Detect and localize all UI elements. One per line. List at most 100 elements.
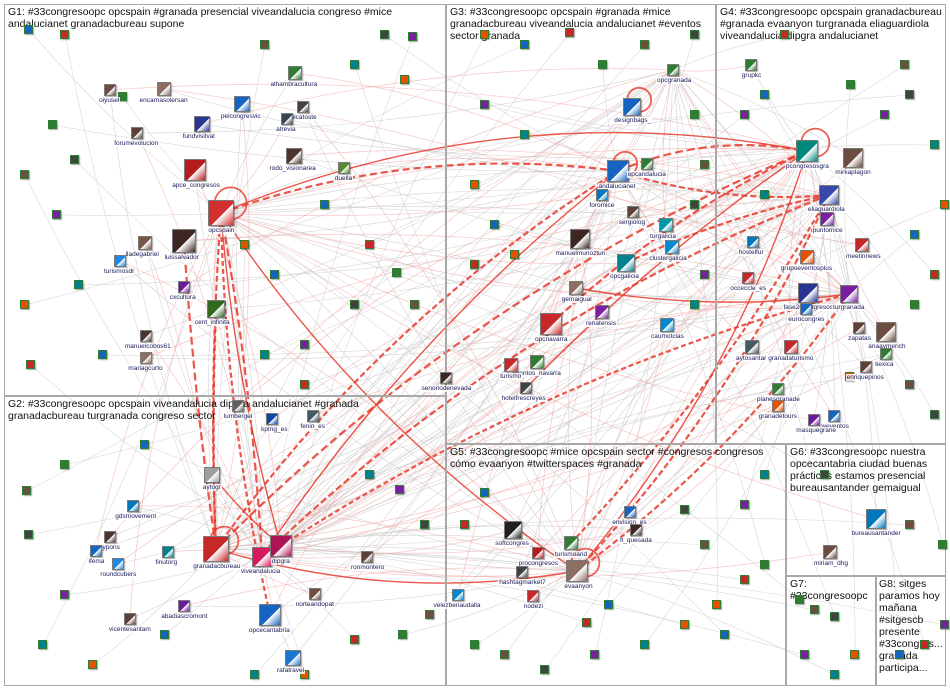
node-unlabeled[interactable] (520, 130, 529, 139)
node-unlabeled[interactable] (565, 28, 574, 37)
node-unlabeled[interactable] (490, 220, 499, 229)
node-unlabeled[interactable] (930, 140, 939, 149)
node-unlabeled[interactable] (940, 620, 949, 629)
node-unlabeled[interactable] (410, 300, 419, 309)
node-unlabeled[interactable] (830, 670, 839, 679)
node-unlabeled[interactable] (590, 650, 599, 659)
node-atrevia[interactable] (281, 113, 293, 125)
node-hashtagmarket7[interactable] (516, 566, 528, 578)
node-opcgranada[interactable] (667, 64, 679, 76)
node-hostelfur[interactable] (747, 236, 759, 248)
node-unlabeled[interactable] (60, 460, 69, 469)
node-unlabeled[interactable] (365, 470, 374, 479)
node-unlabeled[interactable] (480, 100, 489, 109)
node-unlabeled[interactable] (350, 635, 359, 644)
node-unlabeled[interactable] (480, 30, 489, 39)
node-gemaigual[interactable] (569, 281, 583, 295)
node-cxcultura[interactable] (178, 281, 190, 293)
node-unlabeled[interactable] (24, 530, 33, 539)
node-unlabeled[interactable] (905, 380, 914, 389)
node-unlabeled[interactable] (582, 618, 591, 627)
node-renatensis[interactable] (595, 305, 609, 319)
node-fase20congresos[interactable] (798, 283, 818, 303)
node-cent-infinita[interactable] (207, 300, 225, 318)
node-unlabeled[interactable] (760, 560, 769, 569)
node-tiexica[interactable] (880, 348, 892, 360)
node-unlabeled[interactable] (480, 488, 489, 497)
node-planesgranade[interactable] (772, 383, 784, 395)
node-unlabeled[interactable] (26, 360, 35, 369)
node-unlabeled[interactable] (690, 110, 699, 119)
node-unlabeled[interactable] (260, 40, 269, 49)
node-luissalvador[interactable] (172, 229, 196, 253)
node-unlabeled[interactable] (640, 40, 649, 49)
node-unlabeled[interactable] (830, 612, 839, 621)
node-opcandalucia[interactable] (641, 158, 653, 170)
node-fundvisitval[interactable] (194, 116, 210, 132)
node-granadaturismo[interactable] (784, 340, 798, 354)
node-eventos-navarra[interactable] (530, 355, 544, 369)
node-ronmontero[interactable] (361, 551, 373, 563)
node-roundcubers[interactable] (112, 558, 124, 570)
node-masquegrane[interactable] (808, 414, 820, 426)
node-granadetours[interactable] (772, 400, 784, 412)
node-unlabeled[interactable] (680, 620, 689, 629)
node-unlabeled[interactable] (900, 60, 909, 69)
node-unlabeled[interactable] (700, 270, 709, 279)
node-mirkaplagon[interactable] (843, 148, 863, 168)
node-unlabeled[interactable] (118, 92, 127, 101)
node-unlabeled[interactable] (420, 520, 429, 529)
node-unlabeled[interactable] (740, 500, 749, 509)
node-unlabeled[interactable] (20, 170, 29, 179)
node-unlabeled[interactable] (930, 410, 939, 419)
node-opcspain[interactable] (208, 200, 234, 226)
node-gdsmovement[interactable] (127, 500, 139, 512)
node-encarnasolersan[interactable] (157, 82, 171, 96)
node-unlabeled[interactable] (604, 600, 613, 609)
node-occeccle-es[interactable] (742, 272, 754, 284)
node-zapatas[interactable] (853, 322, 865, 334)
node-unlabeled[interactable] (910, 230, 919, 239)
node-unlabeled[interactable] (520, 40, 529, 49)
node-unlabeled[interactable] (240, 240, 249, 249)
node-unlabeled[interactable] (70, 155, 79, 164)
node-unlabeled[interactable] (160, 630, 169, 639)
node-vicentesantam[interactable] (124, 613, 136, 625)
node-eurocongres[interactable] (800, 303, 812, 315)
node-fl-quesada[interactable] (630, 524, 642, 536)
node-miriam-dhg[interactable] (823, 545, 837, 559)
node-unlabeled[interactable] (760, 90, 769, 99)
node-envision-es[interactable] (624, 506, 636, 518)
node-unlabeled[interactable] (460, 520, 469, 529)
node-unlabeled[interactable] (510, 250, 519, 259)
node-unlabeled[interactable] (690, 200, 699, 209)
node-puntomice[interactable] (820, 212, 834, 226)
node-foromice[interactable] (596, 189, 608, 201)
node-mariagcurto[interactable] (140, 352, 152, 364)
node-fenin-es[interactable] (307, 410, 319, 422)
node-unlabeled[interactable] (38, 640, 47, 649)
node-unlabeled[interactable] (895, 650, 904, 659)
node-unlabeled[interactable] (905, 90, 914, 99)
node-unlabeled[interactable] (395, 485, 404, 494)
node-unlabeled[interactable] (930, 270, 939, 279)
node-manuelmunozturi[interactable] (570, 229, 590, 249)
node-designbags-[interactable] (623, 98, 641, 116)
node-unlabeled[interactable] (820, 470, 829, 479)
node-unlabeled[interactable] (938, 540, 947, 549)
node-unlabeled[interactable] (350, 60, 359, 69)
node-unlabeled[interactable] (846, 80, 855, 89)
node-unlabeled[interactable] (500, 650, 509, 659)
node-apicatoste[interactable] (297, 101, 309, 113)
node-granadacbureau[interactable] (203, 536, 229, 562)
node-clustergalicia[interactable] (665, 240, 679, 254)
node-ifema[interactable] (90, 545, 102, 557)
node-unlabeled[interactable] (470, 180, 479, 189)
node-duella[interactable] (338, 162, 350, 174)
node-norteandopat[interactable] (309, 588, 321, 600)
node-unlabeled[interactable] (810, 605, 819, 614)
node-forumevolucion[interactable] (131, 127, 143, 139)
node-unlabeled[interactable] (260, 350, 269, 359)
node-turismosdr[interactable] (114, 255, 126, 267)
node-rafatravel[interactable] (285, 650, 301, 666)
